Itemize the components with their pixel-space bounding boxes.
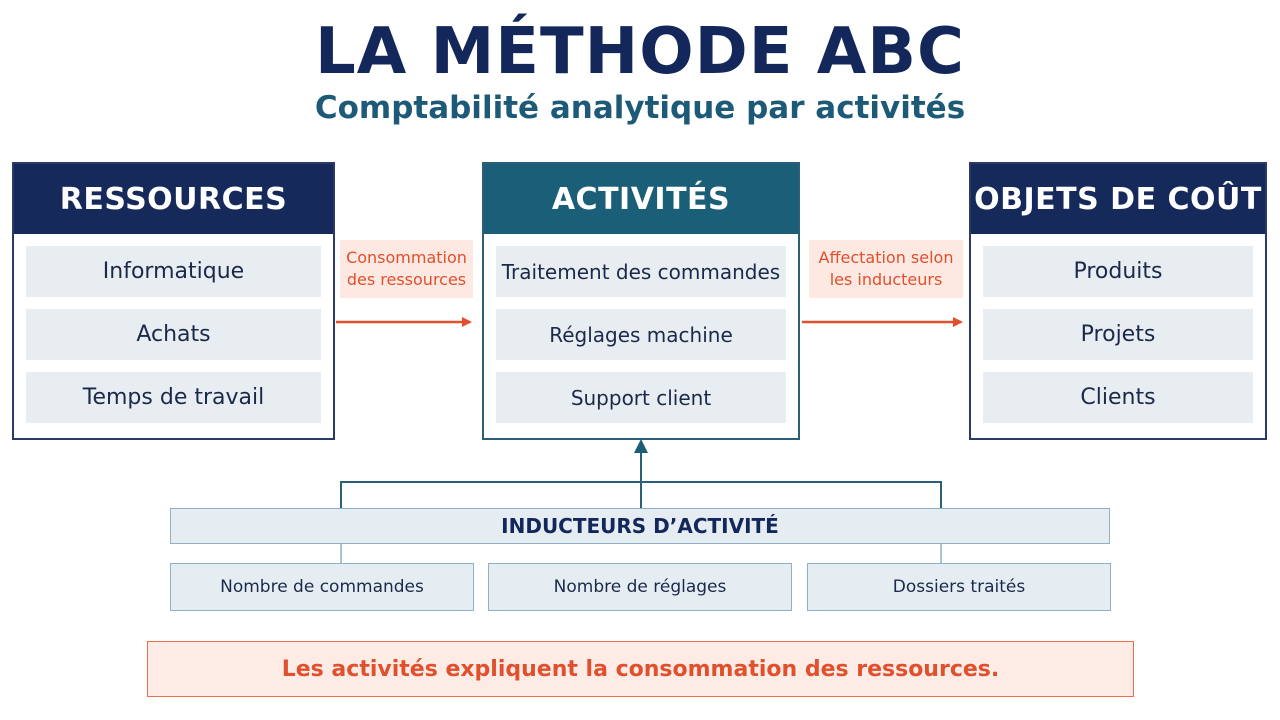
objet-item-clients: Clients <box>983 372 1253 423</box>
objet-item-produits: Produits <box>983 246 1253 297</box>
inducteurs-header: INDUCTEURS D’ACTIVITÉ <box>170 508 1110 544</box>
label-affectation: Affectation selon les inducteurs <box>809 240 963 298</box>
ressources-header: RESSOURCES <box>14 164 333 234</box>
inducteur-item-dossiers: Dossiers traités <box>807 563 1111 611</box>
objet-item-projets: Projets <box>983 309 1253 360</box>
ressource-item-informatique: Informatique <box>26 246 321 297</box>
ressources-box: RESSOURCES Informatique Achats Temps de … <box>12 162 335 440</box>
ressource-item-achats: Achats <box>26 309 321 360</box>
ressource-item-temps-de-travail: Temps de travail <box>26 372 321 423</box>
activite-item-reglages: Réglages machine <box>496 309 786 360</box>
inducteur-item-reglages: Nombre de réglages <box>488 563 792 611</box>
activite-item-support: Support client <box>496 372 786 423</box>
objets-box: OBJETS DE COÛT Produits Projets Clients <box>969 162 1267 440</box>
activites-header: ACTIVITÉS <box>484 164 798 234</box>
label-consommation: Consommation des ressources <box>340 240 473 298</box>
page-subtitle: Comptabilité analytique par activités <box>314 90 966 126</box>
page-title: LA MÉTHODE ABC <box>314 15 966 89</box>
objets-header: OBJETS DE COÛT <box>971 164 1265 234</box>
activites-box: ACTIVITÉS Traitement des commandes Régla… <box>482 162 800 440</box>
conclusion-note: Les activités expliquent la consommation… <box>147 641 1134 697</box>
inducteur-item-commandes: Nombre de commandes <box>170 563 474 611</box>
activite-item-commandes: Traitement des commandes <box>496 246 786 297</box>
